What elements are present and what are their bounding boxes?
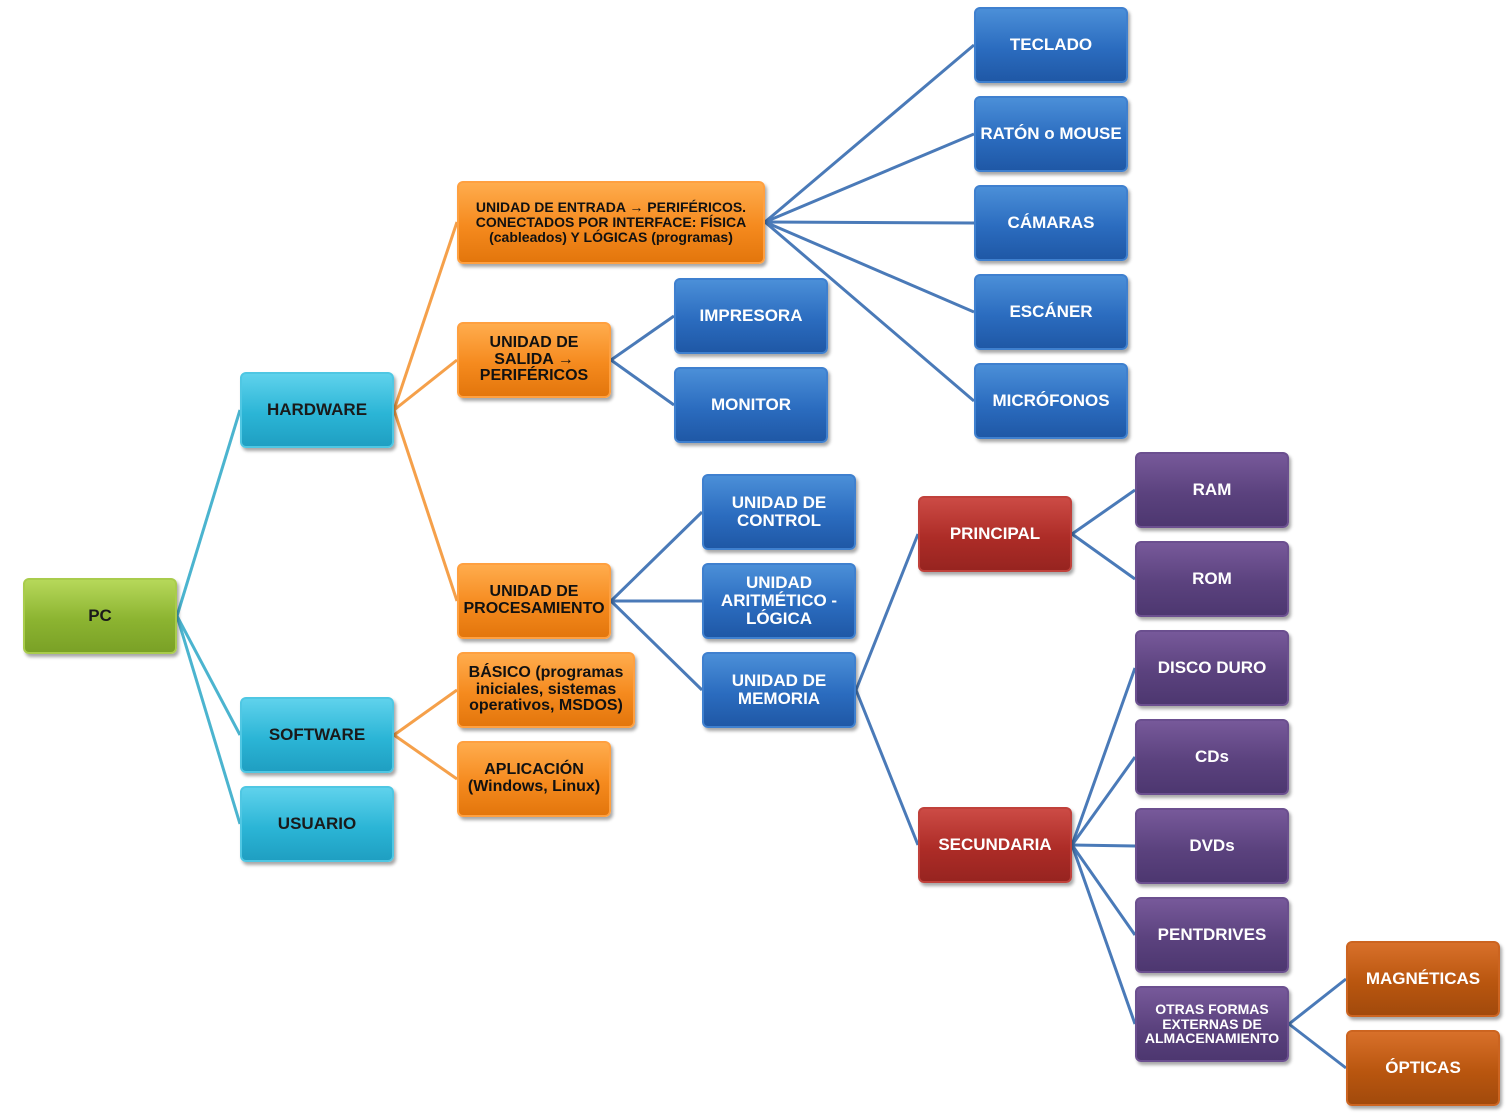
node-microfonos[interactable]: MICRÓFONOS — [974, 363, 1128, 439]
connector-line — [392, 221, 459, 411]
connector-line — [1071, 843, 1136, 848]
connector-line — [854, 533, 920, 691]
node-secundaria[interactable]: SECUNDARIA — [918, 807, 1072, 883]
connector-line — [1288, 1022, 1347, 1070]
connector-line — [1070, 667, 1137, 846]
connector-line — [1070, 756, 1137, 846]
connector-line — [764, 43, 975, 224]
node-software[interactable]: SOFTWARE — [240, 697, 394, 773]
connector-line — [609, 599, 704, 692]
node-pc[interactable]: PC — [23, 578, 177, 654]
connector-line — [1071, 532, 1136, 581]
connector-line — [175, 615, 242, 736]
node-pendrives[interactable]: PENTDRIVES — [1135, 897, 1289, 973]
node-disco-duro[interactable]: DISCO DURO — [1135, 630, 1289, 706]
connector-line — [1288, 977, 1347, 1026]
node-hardware[interactable]: HARDWARE — [240, 372, 394, 448]
connector-line — [175, 615, 242, 825]
connector-line — [609, 510, 704, 603]
node-camaras[interactable]: CÁMARAS — [974, 185, 1128, 261]
node-unidad-entrada[interactable]: UNIDAD DE ENTRADA → PERIFÉRICOS. CONECTA… — [457, 181, 765, 264]
node-unidad-memoria[interactable]: UNIDAD DE MEMORIA — [702, 652, 856, 728]
connector-line — [392, 409, 459, 602]
connector-line — [764, 220, 975, 403]
node-impresora[interactable]: IMPRESORA — [674, 278, 828, 354]
node-magneticas[interactable]: MAGNÉTICAS — [1346, 941, 1500, 1017]
node-escaner[interactable]: ESCÁNER — [974, 274, 1128, 350]
node-software-aplicacion[interactable]: APLICACIÓN (Windows, Linux) — [457, 741, 611, 817]
connector-line — [764, 220, 975, 225]
node-ram[interactable]: RAM — [1135, 452, 1289, 528]
connector-line — [393, 688, 458, 737]
connector-line — [764, 220, 975, 314]
connector-line — [393, 358, 458, 412]
connector-line — [764, 132, 975, 224]
node-otras-formas[interactable]: OTRAS FORMAS EXTERNAS DE ALMACENAMIENTO — [1135, 986, 1289, 1062]
node-software-basico[interactable]: BÁSICO (programas iniciales, sistemas op… — [457, 652, 635, 728]
connector-line — [175, 409, 242, 617]
node-opticas[interactable]: ÓPTICAS — [1346, 1030, 1500, 1106]
node-unidad-control[interactable]: UNIDAD DE CONTROL — [702, 474, 856, 550]
connector-line — [854, 689, 920, 846]
node-usuario[interactable]: USUARIO — [240, 786, 394, 862]
node-teclado[interactable]: TECLADO — [974, 7, 1128, 83]
node-unidad-procesamiento[interactable]: UNIDAD DE PROCESAMIENTO — [457, 563, 611, 639]
node-unidad-aritmetico-logica[interactable]: UNIDAD ARITMÉTICO - LÓGICA — [702, 563, 856, 639]
connector-line — [1071, 488, 1136, 536]
connector-line — [1070, 844, 1137, 936]
connector-line — [393, 733, 458, 781]
connector-line — [610, 314, 675, 362]
node-dvds[interactable]: DVDs — [1135, 808, 1289, 884]
node-principal[interactable]: PRINCIPAL — [918, 496, 1072, 572]
node-unidad-salida[interactable]: UNIDAD DE SALIDA → PERIFÉRICOS — [457, 322, 611, 398]
node-cds[interactable]: CDs — [1135, 719, 1289, 795]
connector-line — [610, 358, 675, 407]
node-rom[interactable]: ROM — [1135, 541, 1289, 617]
connector-line — [1070, 844, 1137, 1025]
node-raton-mouse[interactable]: RATÓN o MOUSE — [974, 96, 1128, 172]
node-monitor[interactable]: MONITOR — [674, 367, 828, 443]
